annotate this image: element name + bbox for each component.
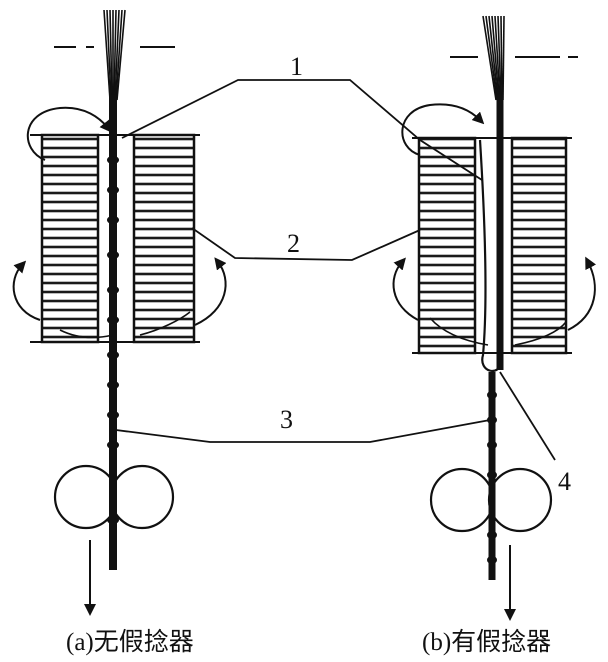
belt-right-a <box>132 133 196 344</box>
rotation-arrow-right-a <box>194 257 227 326</box>
rotation-arrow-top-a <box>26 106 112 161</box>
belt-left-a <box>40 133 100 344</box>
label-number-4: 4 <box>558 467 571 496</box>
false-twister-b <box>478 139 504 372</box>
roving-fibres-b <box>482 15 505 101</box>
leader-lines <box>115 79 556 461</box>
roller-left-b <box>429 467 495 533</box>
belt-right-b <box>510 136 568 355</box>
roller-right-b <box>487 467 553 533</box>
rotation-arrow-left-b <box>392 257 419 321</box>
rotation-arrow-left-a <box>12 260 41 321</box>
caption-b: (b)有假捻器 <box>422 628 551 656</box>
roller-right-a <box>109 464 175 530</box>
rotation-arrow-top-b <box>401 103 485 156</box>
roving-fibres-a <box>103 9 126 101</box>
label-number-1: 1 <box>290 52 303 81</box>
panel-b <box>392 15 597 621</box>
panel-a <box>12 9 227 616</box>
caption-a: (a)无假捻器 <box>66 628 194 656</box>
belt-left-b <box>417 136 477 355</box>
label-number-3: 3 <box>280 405 293 434</box>
roller-left-a <box>53 464 119 530</box>
rotation-arrow-right-b <box>567 256 597 331</box>
label-number-2: 2 <box>287 229 300 258</box>
